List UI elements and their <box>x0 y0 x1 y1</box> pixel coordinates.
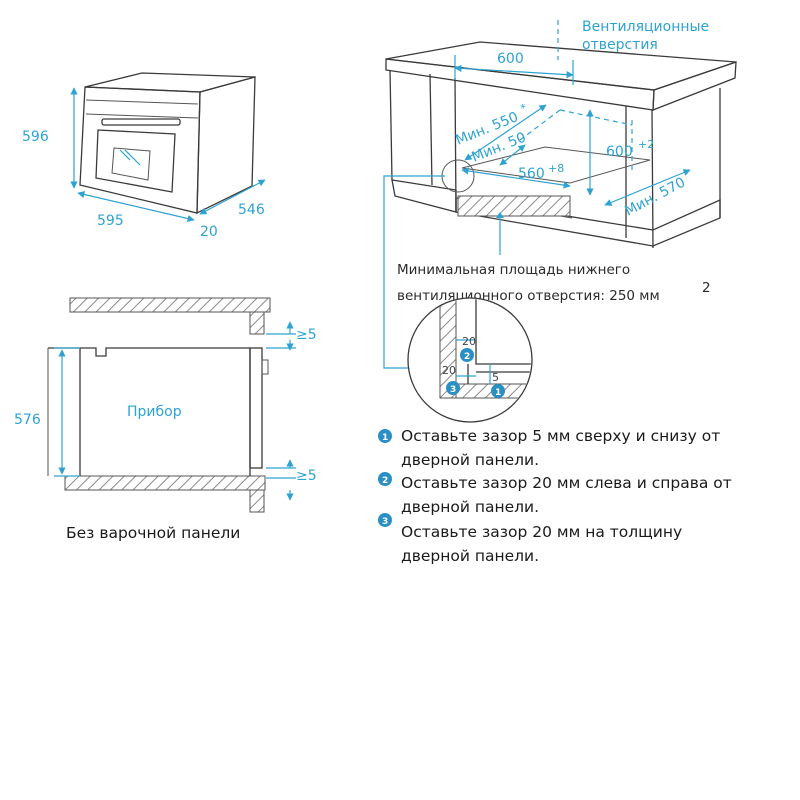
detail-circle <box>407 297 533 423</box>
vent-area-sup: 2 <box>702 280 711 296</box>
cabinet-height-label: 600 <box>606 144 633 160</box>
cabinet-width-label: 600 <box>497 51 524 67</box>
vent-area-line2: вентиляционного отверстия: 250 мм <box>397 288 660 304</box>
oven-height-label: 596 <box>22 129 49 145</box>
min-550-sup: * <box>519 101 529 115</box>
oven-isometric <box>79 72 256 215</box>
oven-depth-label: 546 <box>238 202 265 218</box>
side-section <box>47 297 296 513</box>
notes-list: 1 Оставьте зазор 5 мм сверху и снизу от … <box>378 427 732 565</box>
gap-bottom-label: ≥5 <box>296 468 317 484</box>
note-3-badge: 3 <box>382 517 388 527</box>
note-1-line1: Оставьте зазор 5 мм сверху и снизу от <box>401 427 720 445</box>
detail-badge-1: 1 <box>495 388 501 398</box>
oven-dimension-lines <box>70 87 266 223</box>
inner-width-tol: +8 <box>548 162 564 175</box>
vent-label-line1: Вентиляционные <box>582 19 709 35</box>
oven-door-label: 20 <box>200 224 218 240</box>
note-2-line1: Оставьте зазор 20 мм слева и справа от <box>401 474 732 492</box>
gap-top-label: ≥5 <box>296 327 317 343</box>
note-1-line2: дверной панели. <box>401 451 539 469</box>
min-570-text: Мин. 570 <box>622 174 688 219</box>
note-2: 2 Оставьте зазор 20 мм слева и справа от… <box>378 472 732 516</box>
vent-area-line1: Минимальная площадь нижнего <box>397 262 630 278</box>
detail-5: 5 <box>492 371 499 384</box>
note-3: 3 Оставьте зазор 20 мм на толщину дверно… <box>378 513 682 565</box>
note-2-line2: дверной панели. <box>401 498 539 516</box>
detail-badge-2: 2 <box>464 352 470 362</box>
vent-label-line2: отверстия <box>582 37 658 53</box>
detail-badge-3: 3 <box>450 385 456 395</box>
appliance-label: Прибор <box>127 404 182 420</box>
note-1: 1 Оставьте зазор 5 мм сверху и снизу от … <box>378 427 720 469</box>
cabinet-isometric <box>385 20 737 249</box>
section-height-label: 576 <box>14 412 41 428</box>
note-3-line1: Оставьте зазор 20 мм на толщину <box>401 523 682 541</box>
oven-width-label: 595 <box>97 213 124 229</box>
cabinet-height-tol: +2 <box>638 138 654 151</box>
detail-leader-line <box>383 175 445 369</box>
detail-20-top: 20 <box>462 335 476 348</box>
note-3-line2: дверной панели. <box>401 547 539 565</box>
note-2-badge: 2 <box>382 476 388 486</box>
note-1-badge: 1 <box>382 433 388 443</box>
min-570-label: Мин. 570 <box>622 174 688 219</box>
cabinet-dimension-lines <box>454 55 691 255</box>
detail-20-left: 20 <box>442 364 456 377</box>
inner-width-label: 560 <box>518 166 545 182</box>
section-caption: Без варочной панели <box>66 524 240 542</box>
